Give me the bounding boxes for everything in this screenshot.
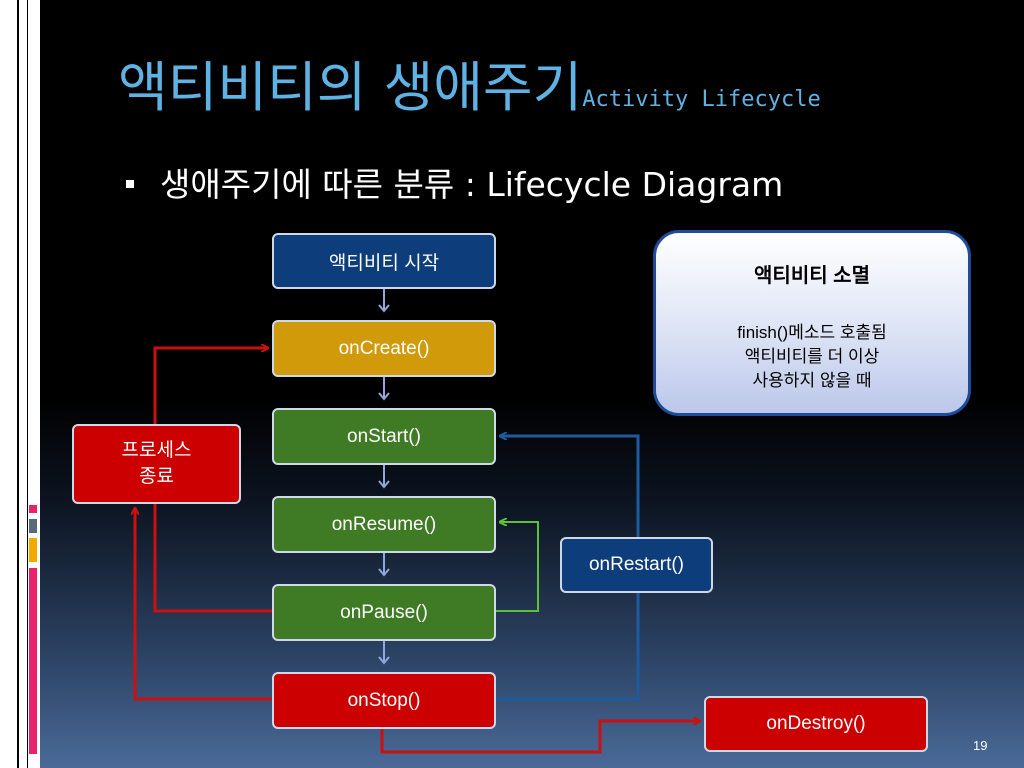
destroy-info-callout: 액티비티 소멸 finish()메소드 호출됨 액티비티를 더 이상 사용하지 … (653, 230, 971, 416)
strip-accent-gray (29, 519, 37, 533)
bullet-text: 생애주기에 따른 분류 : Lifecycle Diagram (160, 165, 784, 204)
strip-accent-pink (29, 568, 37, 754)
process-kill-line2: 종료 (139, 466, 174, 487)
on-resume-box: onResume() (272, 496, 496, 553)
arrow-pause-to-resume (496, 522, 539, 612)
title-subtitle: Activity Lifecycle (582, 87, 821, 112)
destroy-info-description: finish()메소드 호출됨 액티비티를 더 이상 사용하지 않을 때 (656, 321, 968, 393)
strip-accent-orange (29, 538, 37, 562)
destroy-info-line3: 사용하지 않을 때 (752, 371, 872, 390)
on-restart-box: onRestart() (560, 537, 713, 593)
slide-title: 액티비티의 생애주기Activity Lifecycle (118, 56, 821, 132)
process-kill-line1: 프로세스 (121, 440, 192, 461)
on-create-box: onCreate() (272, 320, 496, 377)
on-pause-box: onPause() (272, 584, 496, 641)
process-kill-box: 프로세스 종료 (72, 424, 241, 504)
on-stop-box: onStop() (272, 672, 496, 729)
on-destroy-box: onDestroy() (704, 696, 928, 752)
title-korean: 액티비티의 생애주기 (118, 56, 583, 119)
vertical-line-thin (27, 0, 28, 768)
page-number: 19 (973, 738, 988, 753)
destroy-info-line1: finish()메소드 호출됨 (737, 323, 887, 342)
activity-start-box: 액티비티 시작 (272, 233, 496, 289)
vertical-line (17, 0, 19, 768)
left-decorative-strip (0, 0, 40, 768)
strip-accent-magenta (29, 505, 37, 513)
destroy-info-line2: 액티비티를 더 이상 (744, 347, 880, 366)
flow-arrows (378, 289, 390, 665)
bullet-square-icon (126, 180, 134, 188)
destroy-info-title: 액티비티 소멸 (754, 265, 870, 287)
arrow-stop-to-kill (135, 508, 272, 701)
arrow-stop-to-destroy (380, 721, 700, 754)
on-start-box: onStart() (272, 408, 496, 465)
